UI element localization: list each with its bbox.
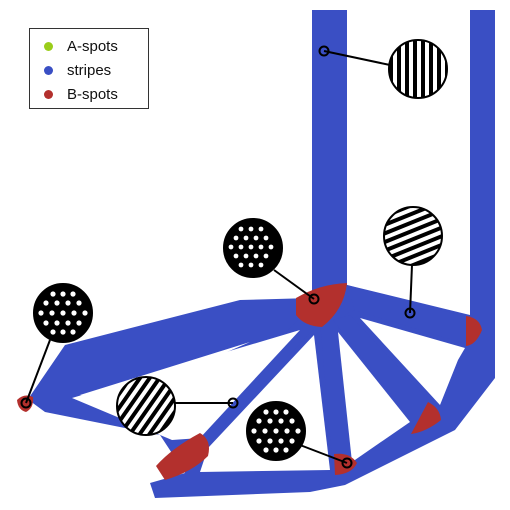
probe-marker-1 (318, 45, 330, 57)
strut-4 (340, 296, 355, 315)
legend-label: stripes (67, 61, 112, 79)
legend-item-a-spots: A-spots (44, 35, 118, 57)
probe-marker-4 (20, 397, 32, 409)
strut-2 (320, 322, 358, 470)
probe-markers (20, 45, 416, 469)
leader-line-6 (299, 444, 348, 464)
probe-marker-2 (404, 307, 416, 319)
probe-marker-3 (308, 293, 320, 305)
void-upper-right (360, 318, 465, 405)
inset-spots-junction (223, 218, 283, 278)
inset-stripes-diagonal-shallow (375, 198, 451, 274)
legend-marker-a-spots (44, 41, 53, 51)
inner-top-channel (312, 285, 470, 345)
legend-item-stripes: stripes (44, 59, 111, 81)
leader-line-4 (25, 339, 51, 404)
bspot-bottom-mid (334, 453, 357, 475)
leader-lines (25, 50, 413, 464)
leader-line-1 (323, 50, 391, 66)
bspot-lower-right (411, 402, 441, 434)
inset-stripes-vertical (388, 39, 448, 99)
legend-item-b-spots: B-spots (44, 83, 118, 105)
leader-line-3 (273, 269, 315, 300)
legend-marker-stripes (44, 65, 53, 75)
probe-marker-6 (341, 457, 353, 469)
legend-label: A-spots (67, 37, 118, 55)
legend: A-spots stripes B-spots (29, 28, 149, 109)
void-right (338, 332, 410, 462)
probe-marker-5 (227, 397, 239, 409)
strut-3 (333, 315, 438, 425)
bspot-bottom-left (156, 433, 209, 480)
legend-marker-b-spots (44, 89, 53, 99)
legend-label: B-spots (67, 85, 118, 103)
leader-line-2 (409, 264, 413, 314)
bspot-upper-right (466, 316, 482, 346)
inset-spots-left (33, 283, 93, 343)
inset-spots-bottom (246, 401, 306, 461)
